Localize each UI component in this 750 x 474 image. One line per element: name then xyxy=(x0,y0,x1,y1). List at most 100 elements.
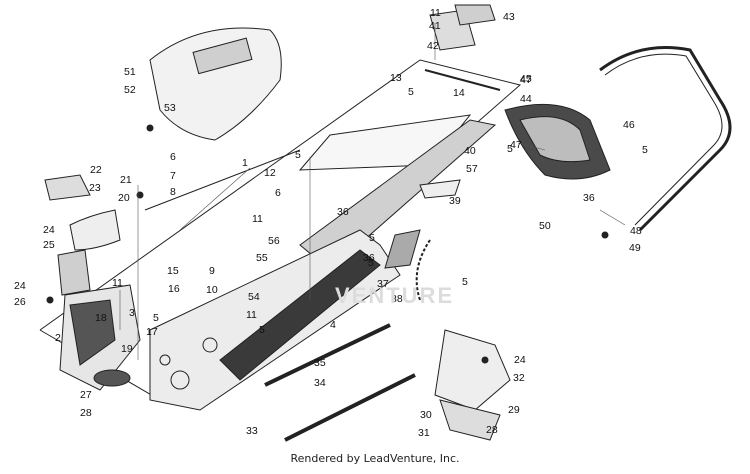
bracket-37 xyxy=(384,229,421,269)
hitch-plate xyxy=(454,4,496,26)
strap-38 xyxy=(415,239,431,301)
callout-number: 46 xyxy=(623,119,635,131)
footrest-lower xyxy=(439,399,501,441)
watermark: VENTURE xyxy=(335,283,455,308)
bolt xyxy=(146,124,154,132)
callout-number: 19 xyxy=(121,343,133,355)
callout-number: 24 xyxy=(14,280,26,292)
bolt xyxy=(136,191,144,199)
callout-number: 39 xyxy=(449,195,461,207)
bracket-24 xyxy=(69,209,121,251)
footwell-27 xyxy=(93,369,131,387)
callout-number: 45 xyxy=(520,73,532,85)
footer-credit: Rendered by LeadVenture, Inc. xyxy=(290,452,460,465)
callout-number: 50 xyxy=(539,220,551,232)
callout-number: 11 xyxy=(252,213,263,225)
running-board xyxy=(434,329,511,411)
callout-number: 5 xyxy=(462,276,468,288)
mount-39 xyxy=(419,179,461,199)
front-bulkhead-dark xyxy=(69,299,116,366)
callout-number: 41 xyxy=(429,20,441,32)
rear-bumper xyxy=(599,46,732,232)
callout-number: 13 xyxy=(390,72,402,84)
callout-number: 36 xyxy=(583,192,595,204)
callout-number: 36 xyxy=(337,206,349,218)
rear-bumper-inner xyxy=(604,53,723,226)
callout-number: 33 xyxy=(246,425,258,437)
callout-number: 44 xyxy=(520,93,532,105)
callout-number: 17 xyxy=(146,326,158,338)
callout-number: 15 xyxy=(167,265,179,277)
callout-number: 9 xyxy=(209,265,215,277)
callout-number: 24 xyxy=(514,354,526,366)
callout-number: 26 xyxy=(14,296,26,308)
callout-number: 14 xyxy=(453,87,465,99)
callout-number: 37 xyxy=(377,278,389,290)
callout-number: 5 xyxy=(153,312,159,324)
callout-number: 6 xyxy=(170,151,176,163)
callout-number: 5 xyxy=(368,257,374,269)
rail-hole xyxy=(159,354,171,366)
callout-number: 36 xyxy=(363,252,375,264)
callout-number: 53 xyxy=(164,102,176,114)
callout-number: 18 xyxy=(95,312,107,324)
callout-number: 10 xyxy=(206,284,218,296)
callout-number: 6 xyxy=(275,187,281,199)
rear-crossbar xyxy=(424,69,501,91)
callout-number: 7 xyxy=(170,170,176,182)
callout-number: 25 xyxy=(43,239,55,251)
flap-22 xyxy=(44,174,91,201)
callout-number: 28 xyxy=(80,407,92,419)
callout-number: 42 xyxy=(427,40,439,52)
callout-number: 1 xyxy=(242,157,248,169)
rail-hole xyxy=(170,370,190,390)
callout-number: 57 xyxy=(466,163,478,175)
callout-number: 52 xyxy=(124,84,136,96)
callout-number: 5 xyxy=(507,143,513,155)
callout-number: 5 xyxy=(408,86,414,98)
callout-number: 51 xyxy=(124,66,136,78)
callout-number: 21 xyxy=(120,174,132,186)
rail-hole xyxy=(202,337,218,353)
callout-number: 34 xyxy=(314,377,326,389)
callout-number: 29 xyxy=(508,404,520,416)
callout-number: 28 xyxy=(486,424,498,436)
callout-number: 31 xyxy=(418,427,430,439)
bolt xyxy=(601,231,609,239)
tunnel-edge xyxy=(144,149,301,211)
callout-number: 2 xyxy=(55,332,61,344)
tail-panel-hi xyxy=(519,116,591,163)
callout-number: 3 xyxy=(129,307,135,319)
callout-number: 24 xyxy=(43,224,55,236)
callout-number: 47 xyxy=(510,139,522,151)
callout-number: 5 xyxy=(295,149,301,161)
callout-number: 11 xyxy=(246,309,257,321)
callout-number: 32 xyxy=(513,372,525,384)
side-rail-graphic xyxy=(219,249,381,381)
seat xyxy=(149,27,282,141)
callout-number: 35 xyxy=(314,357,326,369)
callout-number: 4 xyxy=(330,319,336,331)
callout-number: 5 xyxy=(642,144,648,156)
callout-number: 11 xyxy=(112,277,123,289)
callout-number: 47 xyxy=(520,74,532,86)
callout-number: 8 xyxy=(170,186,176,198)
callout-number: 38 xyxy=(391,293,403,305)
rod-33 xyxy=(284,373,416,442)
callout-number: 23 xyxy=(89,182,101,194)
callout-number: 54 xyxy=(248,291,260,303)
bolt xyxy=(46,296,54,304)
callout-number: 56 xyxy=(268,235,280,247)
rod-34 xyxy=(264,323,391,387)
callout-number: 48 xyxy=(630,225,642,237)
callout-number: 16 xyxy=(168,283,180,295)
callout-number: 40 xyxy=(464,145,476,157)
callout-number: 27 xyxy=(80,389,92,401)
callout-number: 5 xyxy=(369,232,375,244)
callout-number: 11 xyxy=(430,7,441,19)
plate-25 xyxy=(57,249,91,296)
callout-number: 30 xyxy=(420,409,432,421)
bolt xyxy=(481,356,489,364)
